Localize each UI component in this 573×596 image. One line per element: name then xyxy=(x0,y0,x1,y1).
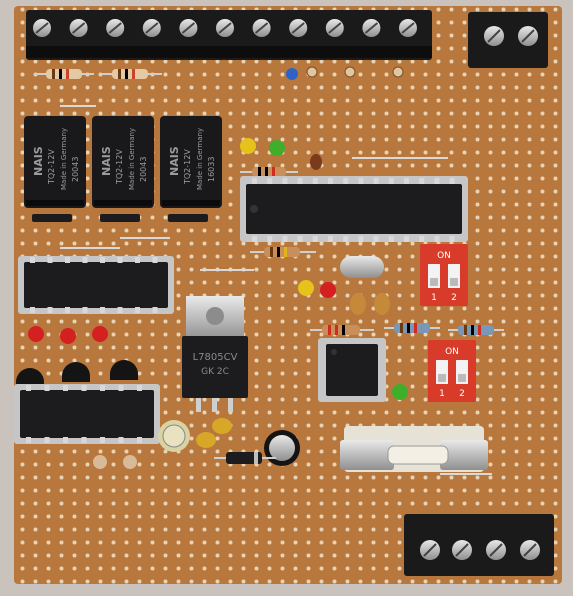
electrolytic-capacitor-small xyxy=(158,420,190,452)
relay-brand: NAIS xyxy=(32,146,45,176)
fuse-holder xyxy=(340,426,488,472)
capacitor-small-top-1 xyxy=(306,66,318,78)
relay-model: TQ2-12V xyxy=(183,149,192,185)
dip-pos-2-label: 2 xyxy=(459,389,465,399)
terminal-screw xyxy=(216,19,234,37)
relay-diode xyxy=(100,214,140,222)
transistor-3 xyxy=(110,360,138,380)
voltage-regulator: L7805CV GK 2C xyxy=(182,296,248,412)
resistor-top-left-1 xyxy=(34,69,94,79)
led-yellow-mid xyxy=(298,280,314,296)
resistor-mid-1 xyxy=(310,325,374,335)
capacitor-small-top-3 xyxy=(392,66,404,78)
resistor-mid-3 xyxy=(448,325,504,335)
relay-code: 20043 xyxy=(71,157,80,182)
ic-28pin-microcontroller xyxy=(240,176,468,242)
terminal-screw xyxy=(362,19,381,37)
capacitor-yellow-2 xyxy=(212,418,232,434)
transistor-1 xyxy=(16,368,44,388)
relay-code: 16033 xyxy=(207,157,216,182)
led-red-1 xyxy=(28,326,44,342)
terminal-block-top xyxy=(26,10,432,60)
relay-origin: Made in Germany xyxy=(60,128,68,190)
led-green-right xyxy=(392,384,408,400)
led-red-mid xyxy=(320,282,336,298)
capacitor-yellow-1 xyxy=(196,432,216,448)
relay-model: TQ2-12V xyxy=(115,149,124,185)
capacitor-tan-2 xyxy=(374,293,390,315)
relay-diode xyxy=(32,214,72,222)
diode xyxy=(214,452,276,464)
led-yellow xyxy=(240,138,256,154)
relay-origin: Made in Germany xyxy=(128,128,136,190)
relay-brand: NAIS xyxy=(168,146,181,176)
led-green xyxy=(269,140,285,156)
terminal-screw xyxy=(106,19,125,37)
regulator-marking-line2: GK 2C xyxy=(201,367,229,377)
terminal-block-top-right xyxy=(468,12,548,68)
terminal-screw xyxy=(289,19,308,37)
relay-model: TQ2-12V xyxy=(47,149,56,185)
relay-code: 20043 xyxy=(139,157,148,182)
relay-origin: Made in Germany xyxy=(196,128,204,190)
terminal-screw xyxy=(142,19,161,37)
terminal-screw xyxy=(69,19,88,37)
led-red-2 xyxy=(60,328,76,344)
dip-switch-1[interactable]: ON 1 2 xyxy=(420,244,468,306)
terminal-screw xyxy=(252,19,271,37)
resistor-top-left-2 xyxy=(100,69,162,79)
terminal-screw xyxy=(179,19,198,37)
crystal-oscillator xyxy=(340,256,384,278)
capacitor-brown xyxy=(310,154,322,170)
transistor-2 xyxy=(62,362,90,382)
resistor-below-chip xyxy=(250,247,316,257)
ic-16pin-left xyxy=(18,256,174,314)
electrolytic-capacitor-large xyxy=(264,430,300,466)
capacitor-ceramic-1 xyxy=(93,455,107,469)
dip-on-label: ON xyxy=(437,251,451,261)
terminal-screw xyxy=(399,19,417,37)
dip-pos-1-label: 1 xyxy=(439,389,445,399)
dip-switch-2[interactable]: ON 1 2 xyxy=(428,340,476,402)
led-red-3 xyxy=(92,326,108,342)
relay-brand: NAIS xyxy=(100,146,113,176)
dip-pos-2-label: 2 xyxy=(451,293,457,303)
ic-14pin-bottom-left xyxy=(14,384,160,444)
terminal-block-bottom-right xyxy=(404,514,554,576)
terminal-screw xyxy=(33,19,51,37)
resistor-mid-2 xyxy=(384,323,440,333)
regulator-marking-line1: L7805CV xyxy=(193,352,238,363)
led-blue xyxy=(286,68,298,80)
dip-pos-1-label: 1 xyxy=(431,293,437,303)
capacitor-small-top-2 xyxy=(344,66,356,78)
resistor-above-chip xyxy=(240,167,298,177)
capacitor-ceramic-2 xyxy=(123,455,137,469)
ic-8pin xyxy=(318,338,386,402)
terminal-screw xyxy=(325,19,344,37)
dip-on-label: ON xyxy=(445,347,459,357)
relay-diode xyxy=(168,214,208,222)
capacitor-tan-1 xyxy=(350,293,366,315)
